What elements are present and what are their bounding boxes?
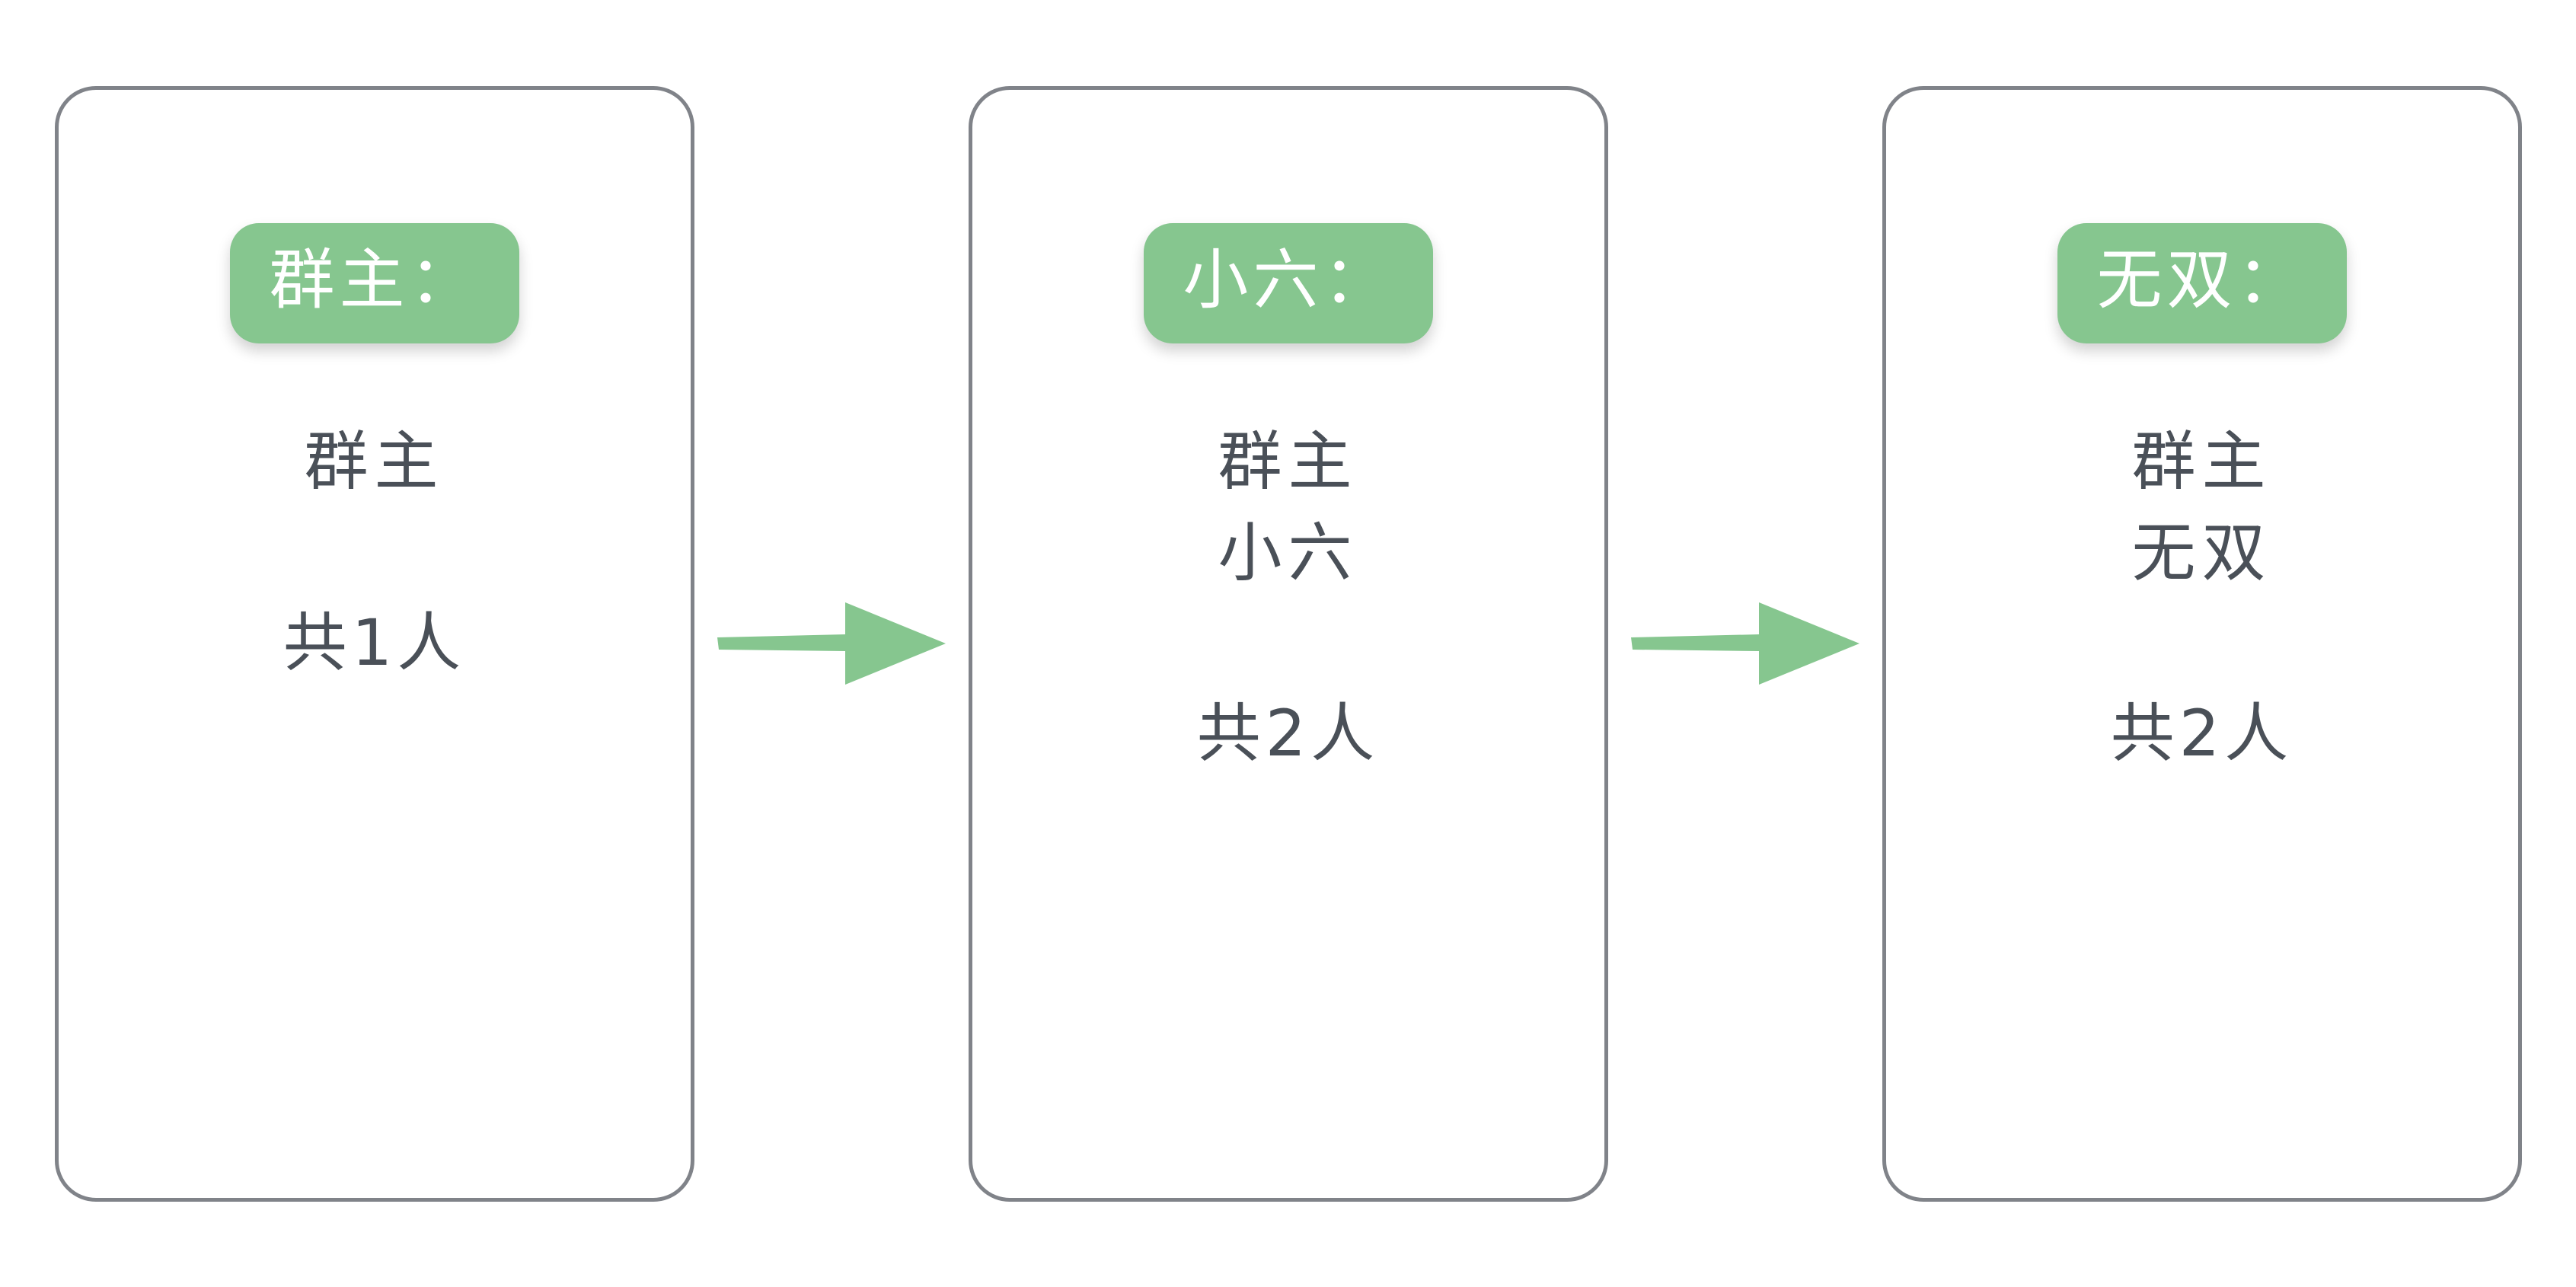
card-1-member-count: 共1人 xyxy=(282,605,466,680)
card-2-owner-badge: 小六： xyxy=(1143,222,1433,344)
member-name: 群主 xyxy=(304,424,445,500)
card-3-member-list: 群主 无双 xyxy=(2131,417,2271,599)
arrow-right-icon xyxy=(717,598,946,689)
flow-arrow-1 xyxy=(694,590,969,697)
flow-card-2[interactable]: 小六： 群主 小六 共2人 xyxy=(968,85,1608,1202)
card-3-member-count: 共2人 xyxy=(2110,695,2294,771)
card-1-member-list: 群主 xyxy=(304,417,444,507)
flow-arrow-2 xyxy=(1608,590,1882,697)
member-name: 群主 xyxy=(2131,424,2272,500)
flow-card-1[interactable]: 群主： 群主 共1人 xyxy=(54,85,694,1202)
card-2-member-list: 群主 小六 xyxy=(1218,417,1358,599)
card-2-member-count: 共2人 xyxy=(1196,695,1380,771)
flow-card-3[interactable]: 无双： 群主 无双 共2人 xyxy=(1882,85,2522,1202)
member-name: 无双 xyxy=(2131,515,2272,590)
member-name: 群主 xyxy=(1218,424,1358,500)
card-1-owner-badge: 群主： xyxy=(229,222,519,344)
arrow-right-icon xyxy=(1630,598,1859,689)
member-name: 小六 xyxy=(1218,515,1358,590)
card-3-owner-badge: 无双： xyxy=(2057,222,2347,344)
